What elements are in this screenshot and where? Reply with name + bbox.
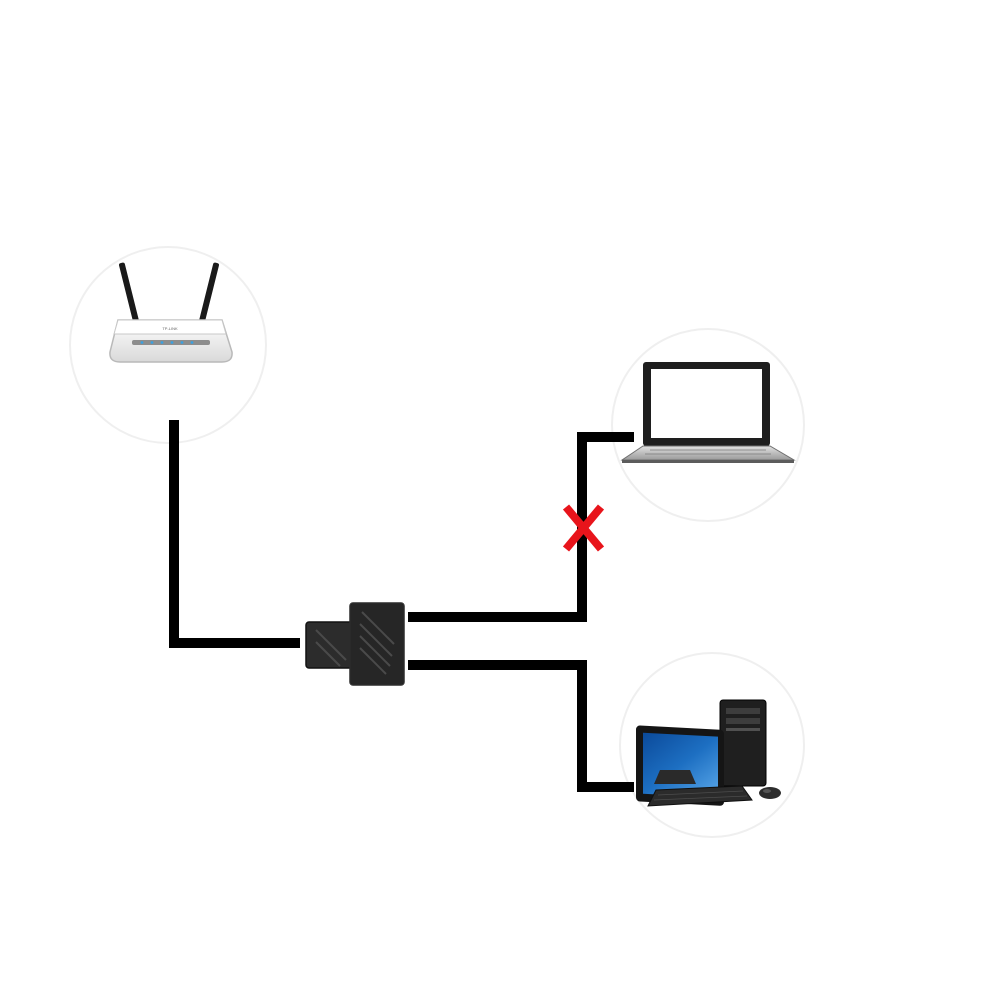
router-antenna-right — [199, 262, 219, 324]
router-brand-mark: TP-LINK — [162, 326, 178, 331]
mouse — [759, 787, 781, 799]
laptop-base — [620, 445, 796, 461]
keyboard — [647, 785, 753, 807]
laptop-icon — [620, 362, 796, 463]
laptop-screen — [651, 369, 762, 438]
router-halo — [69, 246, 267, 444]
splitter-body — [349, 602, 405, 686]
blocked-marker-icon — [562, 504, 605, 552]
laptop-halo — [611, 328, 805, 522]
device-halos — [69, 246, 805, 838]
cable-splitter-to-desktop — [408, 660, 634, 792]
router-antenna-left — [119, 262, 139, 324]
wifi-router-icon: TP-LINK — [109, 262, 233, 363]
rj45-splitter-icon — [305, 602, 405, 686]
desktop-computer-icon — [636, 699, 781, 807]
cable-router-to-splitter — [169, 420, 300, 648]
cable-splitter-to-laptop — [408, 432, 634, 622]
router-leds — [140, 341, 194, 344]
desktop-halo — [619, 652, 805, 838]
